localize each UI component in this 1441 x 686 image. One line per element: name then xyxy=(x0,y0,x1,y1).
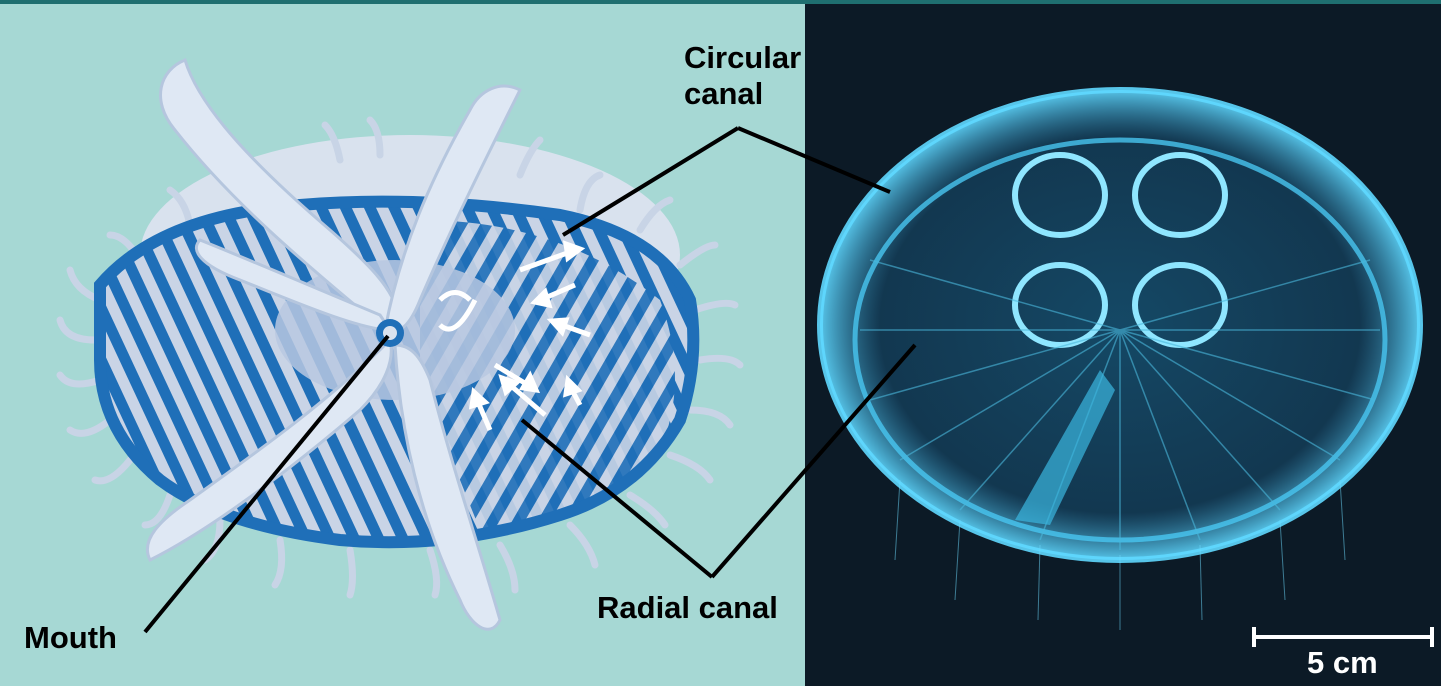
top-border xyxy=(0,0,1441,4)
mouth-label: Mouth xyxy=(24,620,117,656)
radial-canal-label: Radial canal xyxy=(597,590,778,626)
scale-bar-label: 5 cm xyxy=(1307,645,1378,681)
circular-canal-label: Circular canal xyxy=(684,40,801,112)
